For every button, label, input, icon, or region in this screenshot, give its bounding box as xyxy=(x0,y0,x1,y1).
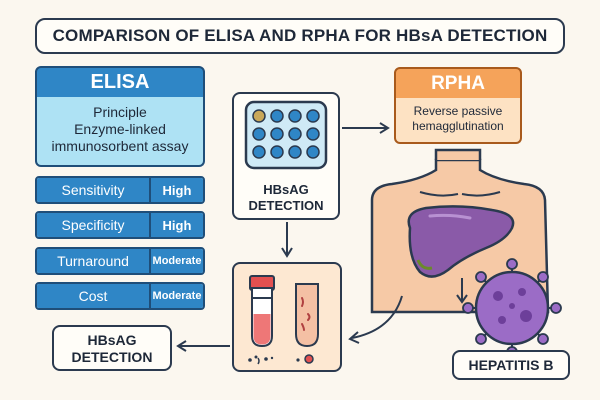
plate-label-line1: HBsAG xyxy=(263,182,309,197)
rpha-header: RPHA xyxy=(394,67,522,100)
elisa-header: ELISA xyxy=(35,66,205,99)
elisa-principle-text: Enzyme-linked immunosorbent assay xyxy=(51,121,189,154)
plate-label-line2: DETECTION xyxy=(248,198,324,213)
detection-line1: HBsAG xyxy=(87,332,137,348)
detection-box: HBsAG DETECTION xyxy=(52,325,172,371)
microplate-panel xyxy=(232,92,340,220)
metric-cost: Cost Moderate xyxy=(35,282,205,310)
metric-label: Cost xyxy=(37,284,151,308)
metric-value: Moderate xyxy=(151,249,203,273)
page-title: COMPARISON OF ELISA AND RPHA FOR HBsA DE… xyxy=(35,18,565,54)
metric-value: Moderate xyxy=(151,284,203,308)
microplate-icon xyxy=(244,100,327,169)
hepatitis-b-label: HEPATITIS B xyxy=(452,350,570,380)
metric-value: High xyxy=(151,178,203,202)
metric-label: Turnaround xyxy=(37,249,151,273)
plate-label: HBsAG DETECTION xyxy=(232,182,340,214)
virus-icon xyxy=(462,258,562,358)
metric-label: Sensitivity xyxy=(37,178,151,202)
test-tube-panel xyxy=(232,262,342,372)
metric-value: High xyxy=(151,213,203,237)
liver-icon xyxy=(407,205,515,278)
metric-sensitivity: Sensitivity High xyxy=(35,176,205,204)
elisa-principle-box: Principle Enzyme-linked immunosorbent as… xyxy=(35,97,205,167)
rpha-description: Reverse passive hemagglutination xyxy=(394,98,522,144)
metric-label: Specificity xyxy=(37,213,151,237)
elisa-principle-label: Principle xyxy=(93,104,147,120)
metric-specificity: Specificity High xyxy=(35,211,205,239)
detection-line2: DETECTION xyxy=(71,349,153,365)
test-tube-icon xyxy=(247,274,319,364)
metric-turnaround: Turnaround Moderate xyxy=(35,247,205,275)
